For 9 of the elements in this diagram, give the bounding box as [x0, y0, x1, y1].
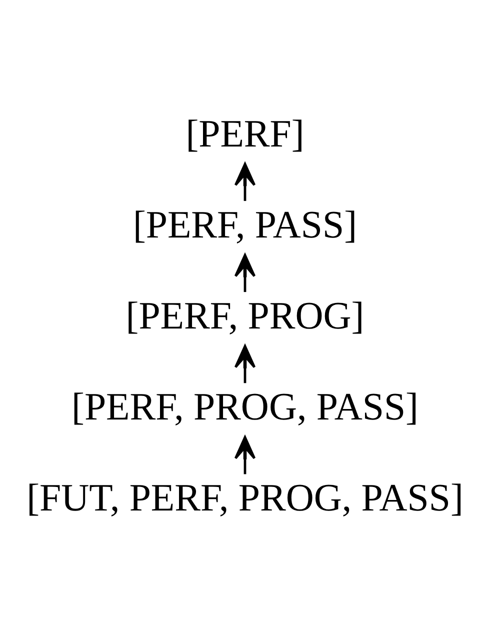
arrow — [234, 436, 256, 474]
node-text: [FUT, PERF, PROG, PASS] — [26, 476, 464, 520]
node-text: [PERF, PASS] — [132, 203, 358, 246]
node-text: [PERF, PROG] — [126, 294, 364, 338]
arrow — [234, 162, 256, 201]
node-text: [PERF, PROG, PASS] — [72, 385, 418, 428]
arrow — [234, 345, 256, 384]
node-text: [PERF] — [186, 112, 304, 156]
arrow — [234, 254, 256, 292]
